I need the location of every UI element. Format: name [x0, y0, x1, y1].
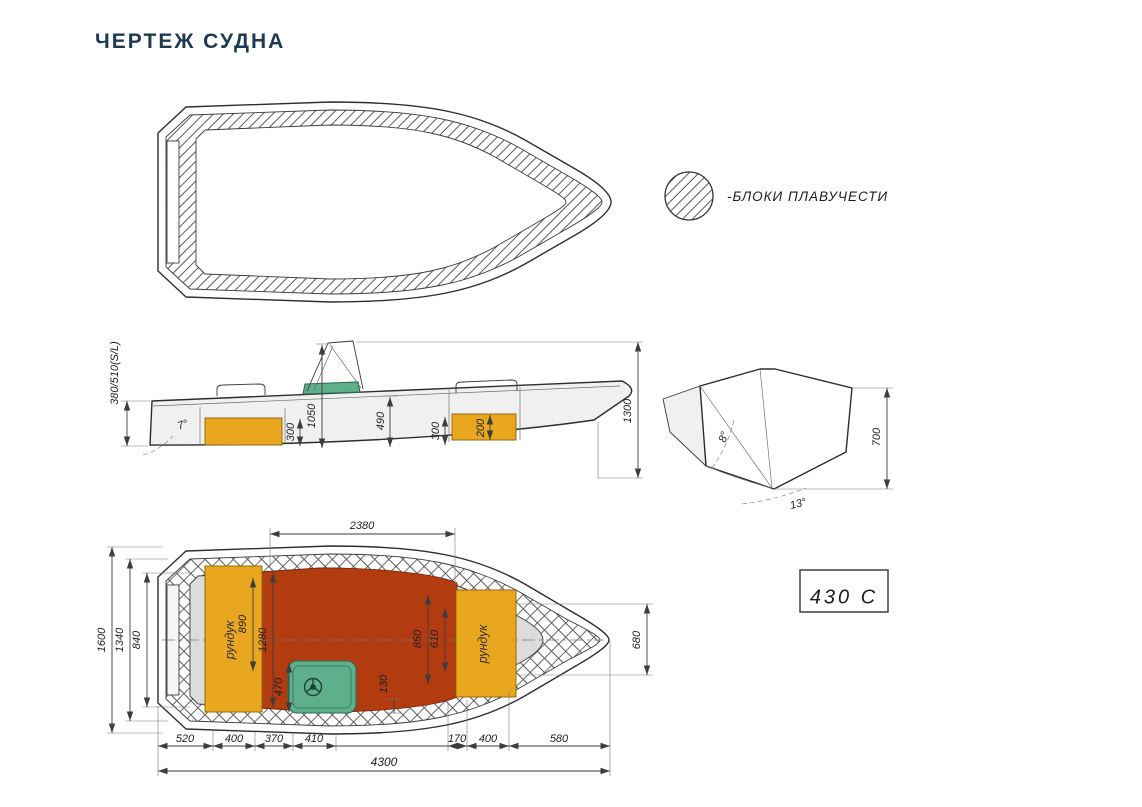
- dim-label-8deg: 8°: [717, 430, 732, 444]
- top-view-gunwale-line: [165, 109, 603, 295]
- console-inner-line: [292, 665, 352, 709]
- dim-label-370: 370: [265, 733, 284, 745]
- top-view-buoyancy-band: [166, 110, 602, 294]
- buoyancy-hatch-icon: [664, 171, 714, 221]
- top-view-outer-hull: [157, 101, 612, 303]
- plan-bow-locker-label: рундук: [476, 624, 490, 665]
- dim-label-200: 200: [475, 418, 487, 438]
- steering-wheel-icon: [303, 677, 323, 697]
- side-view-console: [302, 381, 361, 395]
- dim-label-470: 470: [273, 677, 285, 696]
- dim-label-1050: 1050: [306, 403, 318, 428]
- transom-main-panel: [699, 368, 853, 490]
- dim-label-300a: 300: [285, 422, 297, 441]
- dim-label-520: 520: [176, 733, 195, 745]
- dim-label-1600: 1600: [96, 627, 108, 652]
- dim-label-700: 700: [871, 427, 883, 446]
- plan-bow-locker: [455, 589, 517, 698]
- top-view-cockpit-line: [195, 124, 567, 280]
- dim-label-13deg: 13°: [789, 496, 809, 512]
- dim-label-170: 170: [448, 733, 467, 745]
- model-badge: 430 С: [799, 569, 889, 613]
- transom-bottom-curve: [705, 465, 773, 489]
- dim-label-1340: 1340: [114, 627, 126, 652]
- legend-label: -БЛОКИ ПЛАВУЧЕСТИ: [727, 189, 888, 204]
- side-view-fwd-seat: [451, 413, 517, 441]
- plan-bottom-dimension-chain: 520 400 370 410 170 400 580 4300: [157, 641, 611, 776]
- top-view-transom-strip: [166, 140, 180, 264]
- plan-console: [287, 660, 357, 714]
- dim-label-890: 890: [237, 614, 249, 633]
- dim-label-1280: 1280: [257, 627, 269, 652]
- transom-side-panel: [662, 385, 707, 467]
- plan-aft-locker-label: рундук: [223, 620, 237, 661]
- dim-label-300b: 300: [430, 421, 442, 440]
- transom-crease-lines: [699, 368, 773, 489]
- page-title: ЧЕРТЕЖ СУДНА: [95, 30, 286, 53]
- side-view-angle-arc: [142, 435, 174, 456]
- dim-label-400a: 400: [225, 733, 244, 745]
- dim-label-610: 610: [429, 629, 441, 648]
- transom-angle13-arc: [741, 487, 807, 505]
- dim-label-2380: 2380: [349, 520, 375, 532]
- dim-label-400b: 400: [479, 733, 498, 745]
- dim-label-transom-height: 380/510(S/L): [109, 341, 121, 405]
- dim-label-7deg: 7°: [176, 418, 191, 433]
- legend: -БЛОКИ ПЛАВУЧЕСТИ: [664, 171, 888, 221]
- dim-label-680: 680: [631, 630, 643, 649]
- side-view-windshield: [306, 340, 364, 392]
- dim-label-840: 840: [131, 630, 143, 649]
- dim-label-850: 850: [412, 629, 424, 648]
- plan-view: рундук рундук 2380: [96, 520, 653, 776]
- dim-label-130: 130: [378, 674, 390, 693]
- side-view-bow-rail: [455, 379, 518, 393]
- dim-label-4300: 4300: [371, 755, 398, 769]
- transom-view: 700 8° 13°: [662, 368, 893, 512]
- dim-label-1300: 1300: [622, 398, 634, 423]
- side-view-aft-seat: [204, 417, 283, 446]
- top-view: [157, 101, 612, 303]
- dim-label-580: 580: [550, 733, 569, 745]
- model-badge-label: 430 С: [810, 586, 878, 608]
- dim-label-410: 410: [305, 733, 324, 745]
- dim-label-490: 490: [375, 411, 387, 430]
- transom-angle8-arc: [711, 419, 735, 469]
- side-view-aft-rail: [216, 383, 266, 396]
- side-view: 380/510(S/L) 1050 490 300 300 200 1300 7…: [109, 340, 643, 479]
- model-badge-box: [799, 569, 889, 613]
